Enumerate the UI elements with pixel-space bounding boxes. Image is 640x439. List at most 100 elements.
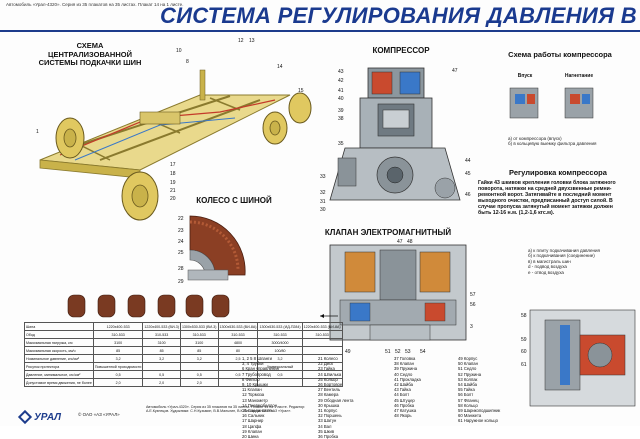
valve-legend-item: d - подвод воздуха	[528, 264, 567, 270]
parts-legend-item: 48 Якорь	[394, 413, 412, 419]
regulation-text: Гайки 43 шкивов крепления головки блока …	[478, 180, 616, 216]
table-cell: 2,0	[179, 378, 219, 387]
table-row-header: Максимальная скорость, км/ч	[24, 346, 94, 355]
table-row-header: Обод	[24, 330, 94, 339]
table-row-header: Шина	[24, 322, 94, 331]
table-cell: 3,2	[92, 354, 144, 363]
section-compressor-work-title: Схема работы компрессора	[508, 50, 612, 59]
svg-text:47: 47	[397, 239, 403, 245]
svg-text:8: 8	[186, 59, 189, 65]
table-cell: 3000/4000	[257, 338, 303, 347]
table-cell: 310-533	[142, 330, 181, 339]
table-cell: 1300х530-533 (ВИ-8А)	[217, 322, 259, 331]
credits: Автомобиль «Урал-4320». Серия из 35 плак…	[146, 405, 306, 414]
table-cell: 3100	[142, 338, 181, 347]
parts-legend-item: 23 Гайка	[318, 366, 335, 372]
parts-legend-item: 6 Кран управления	[242, 366, 279, 372]
parts-legend-item: 12 Тормоза	[242, 392, 265, 398]
table-cell: 3100	[179, 338, 219, 347]
parts-legend-item: 51 Седло	[458, 366, 477, 372]
valve-illustration	[320, 244, 467, 341]
svg-text:51: 51	[385, 349, 391, 355]
table-cell: 3100	[92, 338, 144, 347]
svg-text:56: 56	[470, 302, 476, 308]
table-cell: 3,2	[142, 354, 181, 363]
compressor-work-diagrams	[509, 87, 594, 119]
parts-legend-item: 38 Клапан	[394, 361, 414, 367]
svg-text:59: 59	[521, 337, 527, 343]
svg-text:25: 25	[178, 250, 184, 256]
svg-text:58: 58	[521, 313, 527, 319]
parts-legend-item: 15 Соединитель	[242, 408, 274, 414]
svg-text:49: 49	[345, 349, 351, 355]
tire-samples	[67, 294, 230, 318]
svg-text:10: 10	[176, 48, 182, 54]
table-row-header: Допустимое время движения, не более	[24, 378, 94, 387]
svg-text:22: 22	[178, 216, 184, 222]
parts-legend-item: 50 Клапан	[458, 361, 478, 367]
parts-legend-item: 1, 2 5 8 Шланги	[242, 356, 272, 361]
table-cell: 100/80	[257, 346, 303, 355]
section-wheel-title: КОЛЕСО С ШИНОЙ	[196, 196, 272, 205]
valve-legend-item: а) к плиту подкачивания давления	[528, 248, 600, 253]
chassis-illustration	[39, 69, 312, 221]
parts-legend-item: 45 Штуцер	[394, 397, 415, 403]
parts-legend-item: 27 Вентиль	[318, 387, 341, 393]
parts-legend-item: 31 Корпус	[318, 408, 338, 414]
table-cell: 310-533	[301, 330, 343, 339]
parts-legend-item: 20 Шина	[242, 434, 259, 439]
header-bar: Автомобиль «Урал-4320». Серия из 35 плак…	[0, 0, 640, 32]
svg-text:33: 33	[320, 174, 326, 180]
parts-legend-item: 39 Пружина	[394, 366, 418, 372]
svg-text:13: 13	[249, 38, 255, 44]
parts-legend-item: 22 Диск	[318, 361, 333, 367]
parts-legend-item: 55 Гайка	[458, 387, 475, 393]
svg-text:21: 21	[170, 188, 176, 194]
table-cell: 80	[217, 346, 259, 355]
table-cell: 1220х400-533	[92, 322, 144, 331]
svg-text:52: 52	[395, 349, 401, 355]
parts-legend-item: 32 Поршень	[318, 413, 342, 419]
svg-text:15: 15	[298, 88, 304, 94]
copyright: © ОАО «АЗ «УРАЛ»	[78, 412, 120, 417]
section-valve-title: КЛАПАН ЭЛЕКТРОМАГНИТНЫЙ	[324, 228, 452, 237]
parts-legend-item: 37 Головка	[394, 356, 416, 361]
table-cell: 310-533	[92, 330, 144, 339]
svg-text:43: 43	[338, 69, 344, 75]
svg-text:20: 20	[170, 196, 176, 202]
svg-text:54: 54	[420, 349, 426, 355]
svg-text:61: 61	[521, 362, 527, 368]
svg-text:48: 48	[407, 239, 413, 245]
parts-legend-item: 24 Шпилька	[318, 371, 342, 377]
valve-legend: а) к плиту подкачивания давления б) к по…	[528, 248, 628, 275]
svg-text:57: 57	[470, 292, 476, 298]
svg-text:40: 40	[338, 96, 344, 102]
svg-text:46: 46	[465, 192, 471, 198]
table-cell: 310-533	[217, 330, 259, 339]
artwork: 10 12 13 8 14 15 1 17 18 19 21 20 22 23 …	[36, 38, 636, 407]
svg-text:19: 19	[170, 180, 176, 186]
parts-legend-item: 25 Кольцо	[318, 376, 338, 382]
parts-legend-item: 8 Фильтр	[242, 376, 260, 382]
parts-legend-item: 9, 10 Крышки	[242, 382, 268, 388]
svg-text:17: 17	[170, 162, 176, 168]
callout-numbers: 10 12 13 8 14 15 1 17 18 19 21 20 22 23 …	[36, 38, 527, 368]
table-cell: 85	[142, 346, 181, 355]
svg-text:45: 45	[465, 171, 471, 177]
table-cell	[301, 378, 343, 387]
section-compressor-title: КОМПРЕССОР	[372, 46, 430, 55]
parts-legend-item: 16 Сальник	[242, 413, 265, 419]
discharge-label: Нагнетание	[564, 73, 594, 79]
parts-legend-item: 43 Гайка	[394, 387, 411, 393]
table-cell: 1300х530-533 (ВИ-3)	[179, 322, 219, 331]
table-cell: 1300х530-533 (ИД-П284)	[257, 322, 303, 331]
logo-diamond-icon	[17, 409, 33, 425]
parts-legend-item: 60 Манжета	[458, 413, 482, 419]
